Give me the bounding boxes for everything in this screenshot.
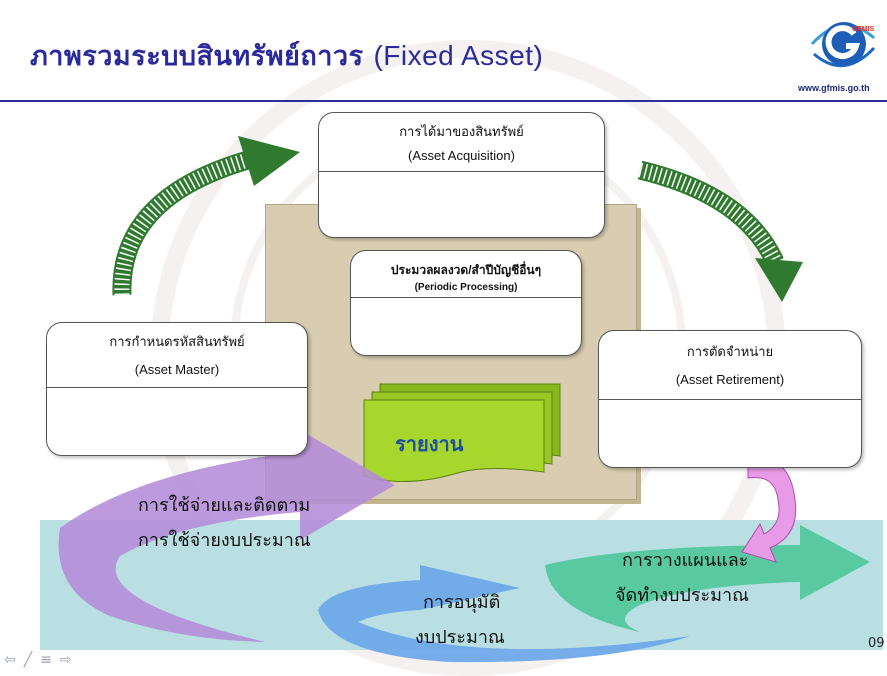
purple-arrow-icon [58,430,396,642]
approval-line-2: งบประมาณ [415,627,505,648]
title-en: (Fixed Asset) [373,40,544,71]
box-divider [47,387,307,388]
page-number: 09 [868,636,885,651]
green-arrow-left-icon [112,136,300,296]
asset-retirement-box: การตัดจำหน่าย (Asset Retirement) [598,330,862,468]
blue-arrow-icon [318,565,690,663]
retirement-thai-label: การตัดจำหน่าย [686,344,774,359]
approval-line-1: การอนุมัติ [423,592,501,613]
title-divider [0,100,887,102]
box-divider [351,297,581,298]
pen-icon[interactable]: ╱ [23,652,41,668]
gfmis-logo-icon: GFMIS [810,22,876,68]
arrow-left-icon[interactable]: ⇦ [4,652,24,668]
logo-url: www.gfmis.go.th [798,83,870,93]
pink-arrow-icon [741,458,797,563]
asset-master-box: การกำหนดรหัสสินทรัพย์ (Asset Master) [46,322,308,456]
slide-title: ภาพรวมระบบสินทรัพย์ถาวร (Fixed Asset) [30,34,543,77]
retirement-en-label: (Asset Retirement) [675,372,785,387]
periodic-en-label: (Periodic Processing) [414,282,518,293]
menu-icon[interactable]: ≡ [40,652,60,668]
master-en-label: (Asset Master) [134,362,220,377]
report-label: รายงาน [395,432,464,456]
planning-line-1: การวางแผนและ [622,550,749,571]
green-arrow-right-icon [637,160,803,302]
asset-acquisition-box: การได้มาของสินทรัพย์ (Asset Acquisition) [318,112,605,238]
acquisition-thai-label: การได้มาของสินทรัพย์ [399,124,524,139]
slide-navigation: ⇦╱≡⇨ [4,652,80,668]
periodic-processing-box: ประมวลผลงวด/สำปีบัญชีอื่นๆ (Periodic Pro… [350,250,582,356]
report-stack-icon [363,383,561,482]
planning-line-2: จัดทำงบประมาณ [615,585,749,606]
box-divider [599,399,861,400]
master-thai-label: การกำหนดรหัสสินทรัพย์ [109,334,245,349]
logo-text: GFMIS [852,26,874,33]
teal-arrow-icon [545,525,870,632]
periodic-thai-label: ประมวลผลงวด/สำปีบัญชีอื่นๆ [390,263,542,277]
box-divider [319,171,604,172]
spending-line-1: การใช้จ่ายและติดตาม [138,495,311,516]
arrow-right-icon[interactable]: ⇨ [59,652,80,668]
spending-line-2: การใช้จ่ายงบประมาณ [138,530,311,551]
acquisition-en-label: (Asset Acquisition) [408,148,515,163]
title-thai: ภาพรวมระบบสินทรัพย์ถาวร [30,41,364,72]
